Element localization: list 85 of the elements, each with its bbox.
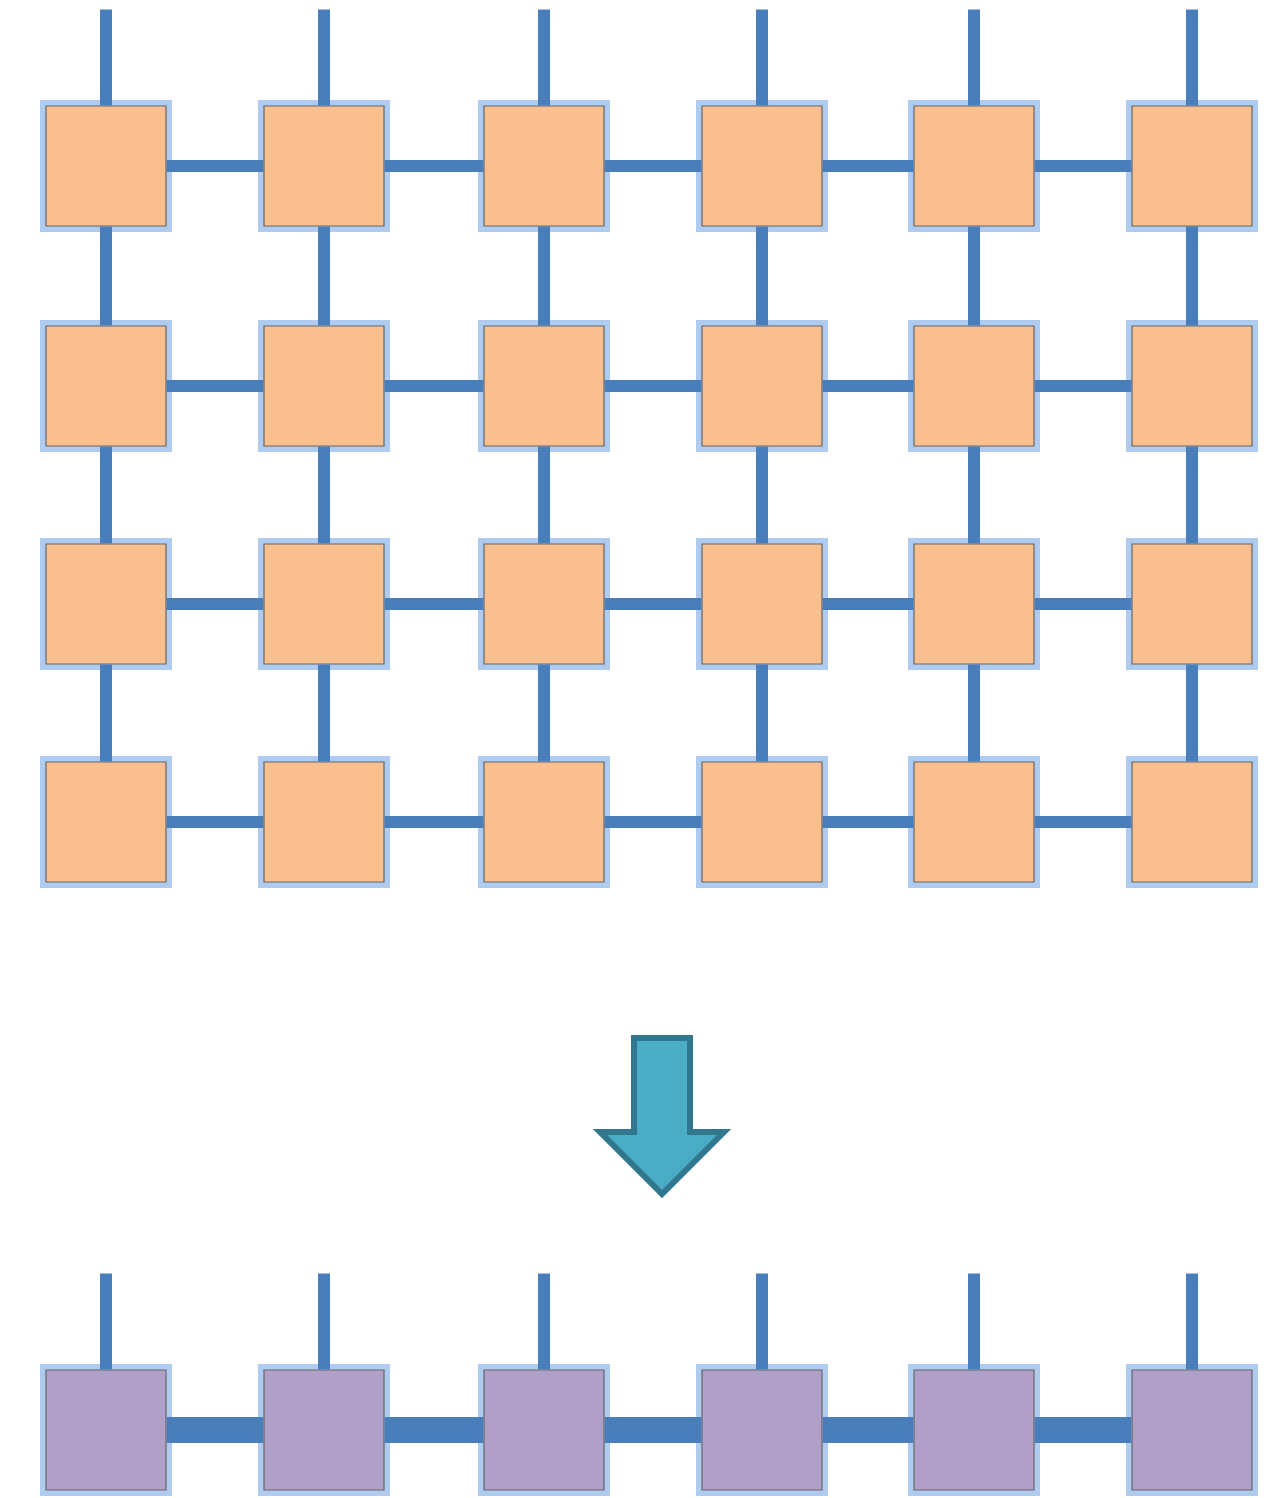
connector-line xyxy=(1186,446,1198,544)
connector-line xyxy=(100,9,112,106)
connector-line xyxy=(604,816,702,828)
connector-line xyxy=(968,446,980,544)
connector-line xyxy=(318,1273,330,1370)
connector-line xyxy=(318,446,330,544)
square-box xyxy=(1126,756,1258,888)
connector-line xyxy=(538,226,550,326)
connector-line xyxy=(604,380,702,392)
square-box xyxy=(40,756,172,888)
connector-line xyxy=(166,816,264,828)
square-box xyxy=(478,756,610,888)
square-box xyxy=(478,538,610,670)
connector-line xyxy=(604,160,702,172)
connector-line xyxy=(1034,816,1132,828)
connector-line xyxy=(1034,160,1132,172)
connector-line xyxy=(318,9,330,106)
connector-line xyxy=(166,598,264,610)
connector-line xyxy=(756,1273,768,1370)
connector-line xyxy=(822,380,914,392)
connector-line xyxy=(318,664,330,762)
connector-line xyxy=(1186,226,1198,326)
connector-line xyxy=(100,1273,112,1370)
square-box xyxy=(1126,320,1258,452)
connector-line xyxy=(1186,1273,1198,1370)
square-box xyxy=(696,320,828,452)
connector-line xyxy=(166,160,264,172)
connector-line xyxy=(822,816,914,828)
square-box xyxy=(40,538,172,670)
square-box xyxy=(258,1364,390,1496)
connector-line xyxy=(822,160,914,172)
connector-line xyxy=(822,598,914,610)
square-box xyxy=(1126,1364,1258,1496)
square-box xyxy=(908,1364,1040,1496)
connector-line xyxy=(166,380,264,392)
square-box xyxy=(908,320,1040,452)
connector-line xyxy=(1186,664,1198,762)
connector-line xyxy=(318,226,330,326)
connector-line xyxy=(384,816,484,828)
square-box xyxy=(258,538,390,670)
square-box xyxy=(696,538,828,670)
square-box xyxy=(258,756,390,888)
connector-line xyxy=(604,598,702,610)
square-box xyxy=(1126,538,1258,670)
square-box xyxy=(1126,100,1258,232)
connector-line xyxy=(100,226,112,326)
square-box xyxy=(258,320,390,452)
connector-line xyxy=(968,1273,980,1370)
connector-line xyxy=(756,664,768,762)
connector-line xyxy=(822,1417,914,1443)
connector-line xyxy=(604,1417,702,1443)
square-box xyxy=(478,320,610,452)
connector-line xyxy=(384,598,484,610)
connector-line xyxy=(968,226,980,326)
square-box xyxy=(478,1364,610,1496)
square-box xyxy=(908,100,1040,232)
square-box xyxy=(40,100,172,232)
connector-line xyxy=(384,1417,484,1443)
connector-line xyxy=(1186,9,1198,106)
connector-line xyxy=(756,226,768,326)
square-box xyxy=(908,538,1040,670)
square-box xyxy=(478,100,610,232)
connector-line xyxy=(1034,380,1132,392)
square-box xyxy=(40,320,172,452)
square-box xyxy=(40,1364,172,1496)
connector-line xyxy=(100,664,112,762)
connector-line xyxy=(756,446,768,544)
connector-line xyxy=(538,9,550,106)
connector-line xyxy=(166,1417,264,1443)
connector-line xyxy=(756,9,768,106)
square-box xyxy=(696,100,828,232)
connector-line xyxy=(1034,598,1132,610)
connector-line xyxy=(538,1273,550,1370)
connector-line xyxy=(538,446,550,544)
square-box xyxy=(258,100,390,232)
connector-line xyxy=(384,160,484,172)
square-box xyxy=(908,756,1040,888)
square-box xyxy=(696,1364,828,1496)
connector-line xyxy=(968,9,980,106)
connector-line xyxy=(538,664,550,762)
connector-line xyxy=(100,446,112,544)
connector-line xyxy=(968,664,980,762)
square-box xyxy=(696,756,828,888)
connector-line xyxy=(1034,1417,1132,1443)
connector-line xyxy=(384,380,484,392)
